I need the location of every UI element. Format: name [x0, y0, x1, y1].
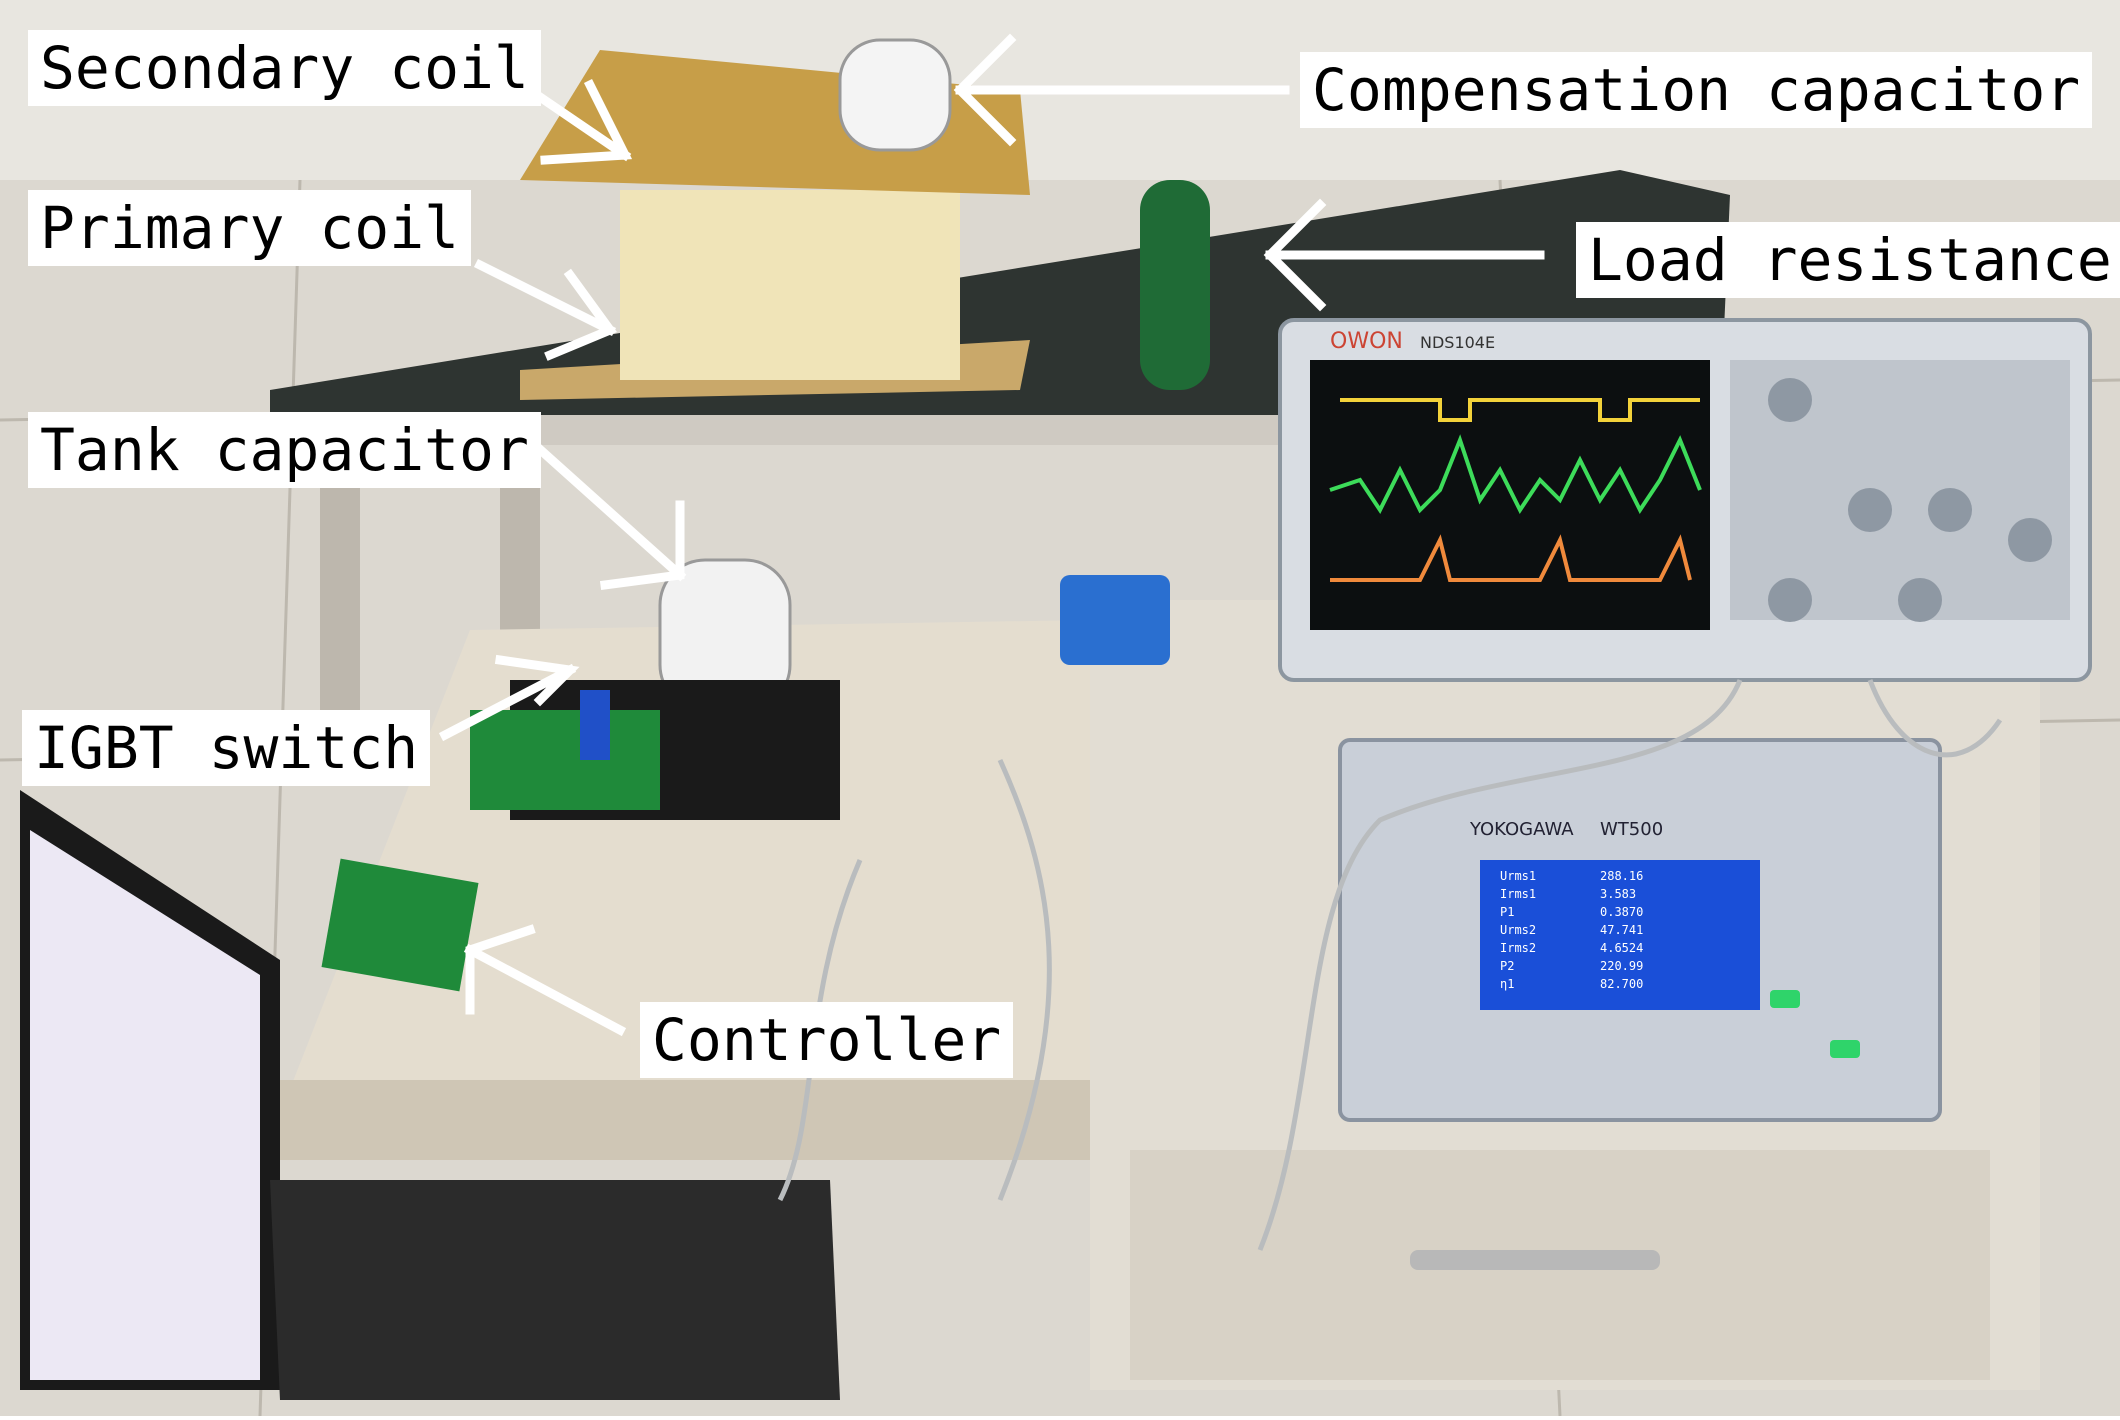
arrow-primary-coil	[473, 258, 617, 361]
power-analyzer-screen	[1480, 860, 1760, 1010]
label-igbt-switch: IGBT switch	[22, 710, 431, 786]
readout-name: P1	[1500, 905, 1514, 919]
igbt-board	[470, 710, 660, 810]
laptop-keyboard	[270, 1180, 840, 1400]
arrow-load-resistance	[1263, 198, 1545, 312]
analyzer-buttons	[1770, 990, 1860, 1058]
readout-value: 3.583	[1600, 887, 1636, 901]
label-load-resistance: Load resistance	[1576, 222, 2120, 298]
igbt-module	[580, 690, 610, 760]
readout-value: 4.6524	[1600, 941, 1643, 955]
light-table-edge	[270, 1080, 1130, 1160]
readout-name: P2	[1500, 959, 1514, 973]
arrow-tank-capacitor	[528, 438, 687, 591]
readout-name: Irms2	[1500, 941, 1536, 955]
scope-trace-yellow	[1340, 398, 1700, 422]
arrow-compensation-capacitor	[953, 33, 1290, 147]
label-secondary-coil: Secondary coil	[28, 30, 541, 106]
primary-coil-foam	[620, 190, 960, 380]
power-analyzer-model: WT500	[1600, 819, 1663, 840]
label-primary-coil: Primary coil	[28, 190, 472, 266]
oscilloscope-model: NDS104E	[1420, 333, 1495, 352]
drawer-handle	[1410, 1250, 1660, 1270]
label-tank-capacitor: Tank capacitor	[28, 412, 541, 488]
table-leg-left	[320, 440, 360, 740]
load-resistor	[1140, 180, 1210, 390]
readout-value: 220.99	[1600, 959, 1643, 973]
compensation-capacitor	[838, 38, 952, 152]
readout-name: Urms1	[1500, 869, 1536, 883]
scope-trace-green	[1329, 434, 1702, 514]
current-sensor	[1060, 575, 1170, 665]
arrow-igbt-switch	[438, 654, 580, 742]
oscilloscope-knobs	[1768, 378, 2052, 622]
readout-name: Irms1	[1500, 887, 1536, 901]
readout-name: η1	[1500, 977, 1514, 991]
scope-trace-orange	[1330, 534, 1692, 582]
arrow-controller	[463, 924, 627, 1037]
readout-value: 288.16	[1600, 869, 1643, 883]
controller-board	[321, 858, 479, 992]
readout-value: 47.741	[1600, 923, 1643, 937]
annotation-arrows	[438, 33, 1545, 1037]
label-controller: Controller	[640, 1002, 1014, 1078]
oscilloscope-screen	[1310, 360, 1710, 630]
readout-value: 0.3870	[1600, 905, 1643, 919]
laptop-screen	[30, 830, 260, 1380]
label-compensation-capacitor: Compensation capacitor	[1300, 52, 2093, 128]
power-analyzer-brand: YOKOGAWA	[1469, 819, 1574, 840]
oscilloscope-brand: OWON	[1330, 329, 1403, 354]
readout-value: 82.700	[1600, 977, 1643, 991]
readout-name: Urms2	[1500, 923, 1536, 937]
